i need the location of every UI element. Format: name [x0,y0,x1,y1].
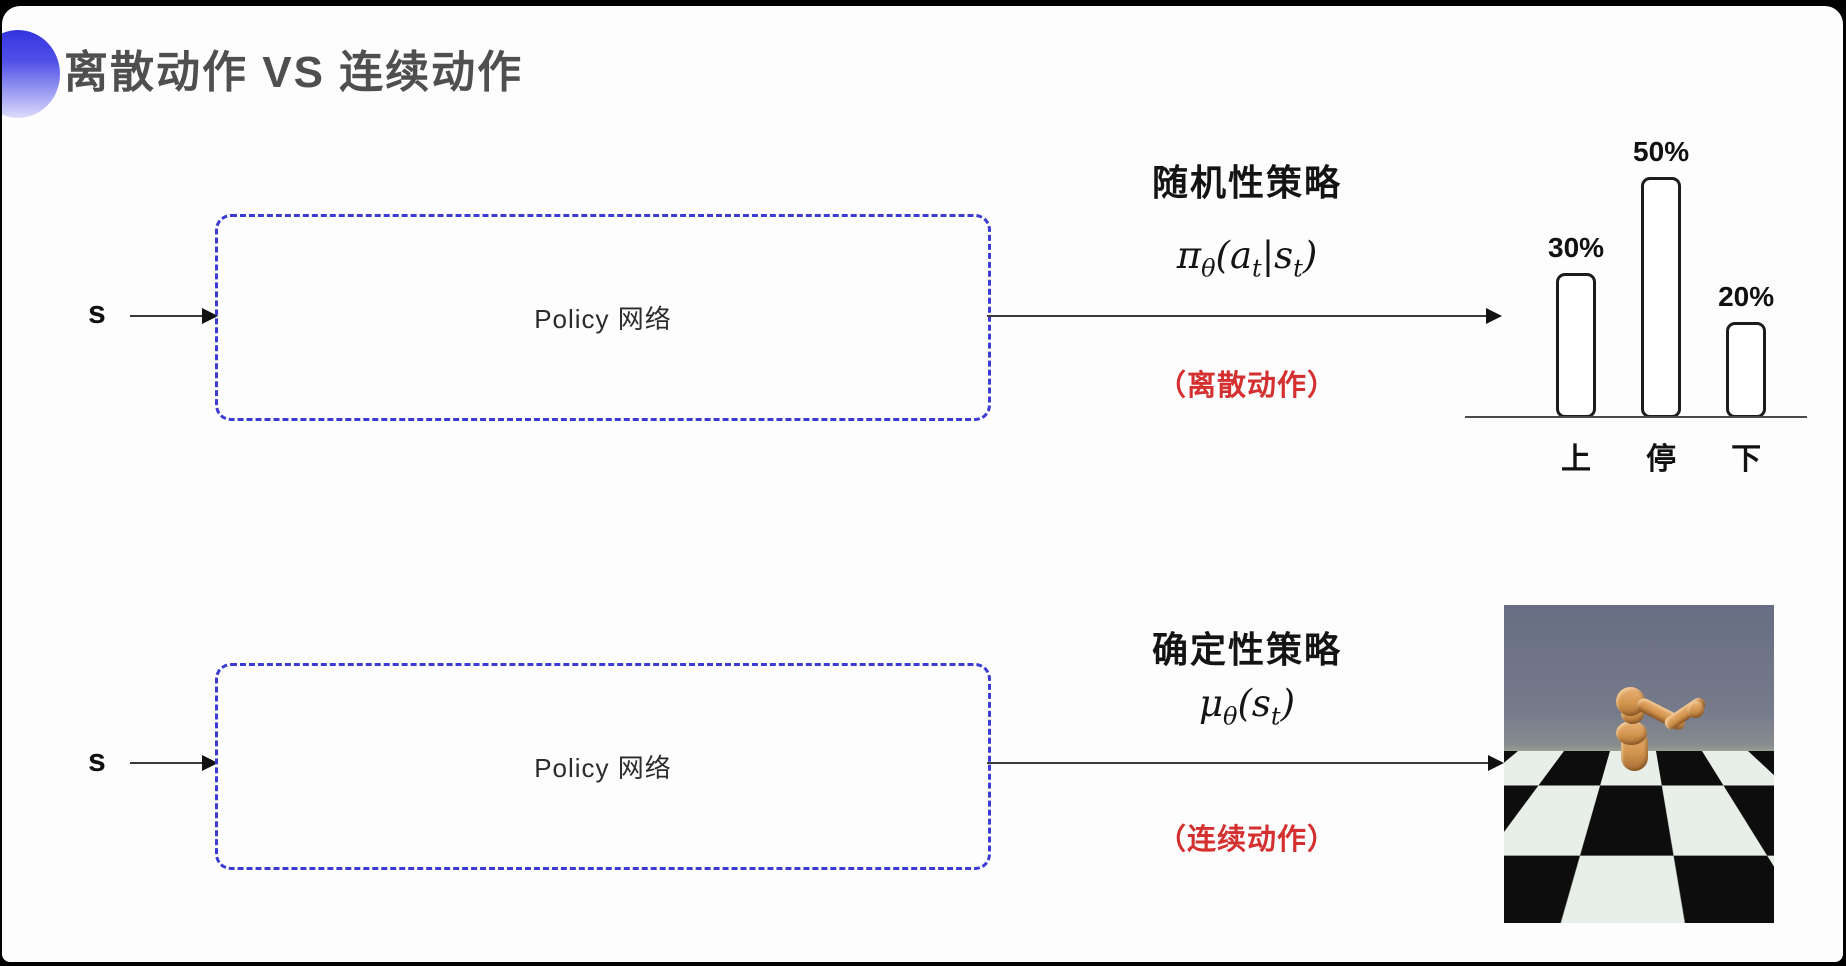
floor-reflection-glow [1512,843,1642,907]
arrow-shaft [130,315,206,317]
bar-chart-columns: 30% 上 50% 停 20% 下 [1548,136,1775,476]
policy-network-box-top: Policy 网络 [215,214,991,421]
bar-column: 30% 上 [1548,232,1605,476]
arrow-head-icon [1488,755,1504,771]
robot-chest [1616,721,1647,745]
bar [1726,322,1767,418]
title-bullet-orb-icon [2,30,60,118]
state-input-label-top: s [88,294,106,330]
arrow-shaft [130,762,206,764]
arrow-head-icon [202,308,218,324]
bar-category-label: 下 [1731,443,1762,476]
action-probability-bar-chart: 30% 上 50% 停 20% 下 [1465,101,1807,493]
continuous-action-note: （连续动作） [1156,824,1337,856]
bar-value-label: 30% [1548,232,1605,263]
stochastic-policy-title: 随机性策略 [1151,162,1342,203]
bar [1641,177,1682,418]
arrow-shaft [987,762,1492,764]
policy-network-label: Policy 网络 [534,753,672,783]
bar-column: 50% 停 [1633,136,1690,476]
stochastic-policy-formula: πθ(at|st) [1176,234,1318,283]
bar-category-label: 上 [1561,443,1592,476]
arrow-head-icon [1486,308,1502,324]
deterministic-policy-title: 确定性策略 [1151,629,1342,670]
policy-network-label: Policy 网络 [534,304,672,334]
page-title: 离散动作 VS 连续动作 [64,48,524,97]
chart-baseline-axis [1465,416,1807,418]
state-input-label-bottom: s [88,742,106,778]
arrow-shaft [987,315,1490,317]
robot-hand [1687,701,1704,718]
bar-column: 20% 下 [1718,281,1775,476]
bar-category-label: 停 [1646,443,1677,476]
bar-value-label: 20% [1718,281,1775,312]
slide-canvas: 离散动作 VS 连续动作 s Policy 网络 随机性策略 πθ(at|st)… [2,6,1843,962]
humanoid-robot-image [1504,605,1774,923]
floor-reflection-glow [1562,887,1652,923]
bar [1556,273,1597,418]
deterministic-policy-formula: μθ(st) [1198,682,1296,731]
bar-value-label: 50% [1633,136,1690,167]
arrow-head-icon [202,755,218,771]
policy-network-box-bottom: Policy 网络 [215,663,991,870]
discrete-action-note: （离散动作） [1156,370,1337,402]
